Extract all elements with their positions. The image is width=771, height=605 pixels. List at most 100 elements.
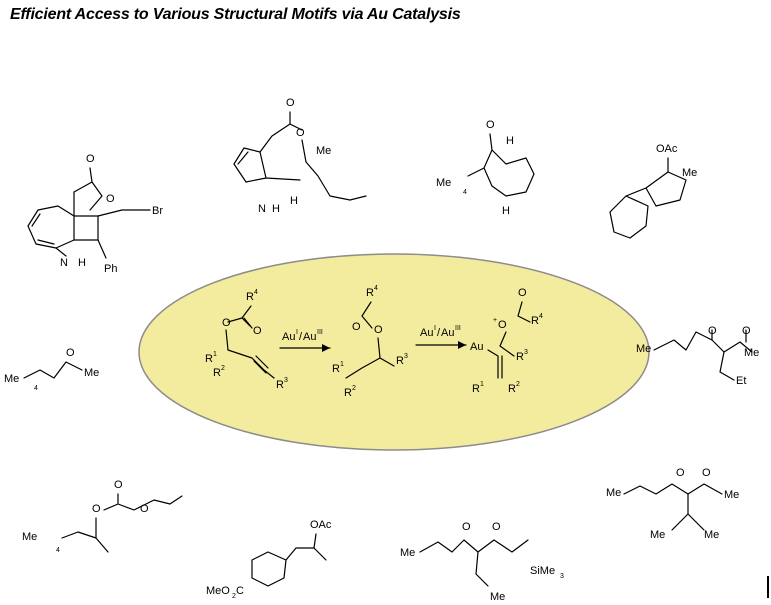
svg-text:3: 3 bbox=[404, 353, 408, 360]
aryl-diene-acetate: OAc MeO 2 C bbox=[206, 519, 332, 600]
svg-text:Me: Me bbox=[84, 367, 99, 379]
svg-text:4: 4 bbox=[374, 285, 378, 292]
r1-label: R bbox=[205, 353, 213, 365]
svg-text:MeO: MeO bbox=[206, 585, 230, 597]
svg-text:4: 4 bbox=[34, 385, 38, 392]
svg-text:Br: Br bbox=[152, 205, 163, 217]
r1-sub: 1 bbox=[213, 351, 217, 358]
arrow-step-1: Au I / Au III bbox=[279, 329, 331, 352]
svg-text:H: H bbox=[78, 257, 86, 269]
svg-text:Me: Me bbox=[724, 489, 739, 501]
allyl-carbonate: O O O Me 4 bbox=[22, 479, 183, 554]
arrow-step-2: Au I / Au III bbox=[415, 325, 467, 349]
r4-sub: 4 bbox=[254, 289, 258, 296]
svg-text:SiMe: SiMe bbox=[530, 565, 555, 577]
svg-text:R: R bbox=[396, 355, 404, 367]
allenyl-ester: R 4 O O R 1 R 2 R 3 bbox=[332, 285, 408, 399]
svg-text:3: 3 bbox=[560, 573, 564, 580]
svg-text:O: O bbox=[676, 467, 685, 479]
svg-text:Me: Me bbox=[4, 373, 19, 385]
svg-text:/: / bbox=[437, 327, 441, 339]
svg-text:4: 4 bbox=[463, 189, 467, 196]
svg-text:Au: Au bbox=[282, 331, 295, 343]
svg-text:Me: Me bbox=[704, 529, 719, 541]
svg-text:3: 3 bbox=[524, 349, 528, 356]
svg-text:R: R bbox=[332, 363, 340, 375]
r2-sub: 2 bbox=[221, 365, 225, 372]
svg-text:O: O bbox=[486, 119, 495, 131]
svg-text:O: O bbox=[140, 503, 149, 515]
svg-text:/: / bbox=[299, 331, 303, 343]
svg-text:2: 2 bbox=[232, 593, 236, 600]
svg-text:R: R bbox=[531, 315, 539, 327]
silyl-dienone: Me O O SiMe 3 Me bbox=[400, 521, 564, 603]
svg-text:Me: Me bbox=[316, 145, 331, 157]
svg-text:1: 1 bbox=[480, 381, 484, 388]
slide-title: Efficient Access to Various Structural M… bbox=[10, 6, 461, 23]
svg-text:O: O bbox=[296, 127, 305, 139]
svg-text:H: H bbox=[502, 205, 510, 217]
svg-text:O: O bbox=[106, 193, 115, 205]
svg-text:Me: Me bbox=[682, 167, 697, 179]
svg-text:2: 2 bbox=[516, 381, 520, 388]
svg-text:Me: Me bbox=[606, 487, 621, 499]
indoline-lactone-pentyl: O O Me N H H bbox=[233, 97, 367, 215]
svg-text:4: 4 bbox=[539, 313, 543, 320]
svg-text:O: O bbox=[286, 97, 295, 109]
aryl-cyclopentenyl-acetate: OAc Me bbox=[609, 143, 697, 239]
svg-text:OAc: OAc bbox=[656, 143, 678, 155]
svg-text:O: O bbox=[462, 521, 471, 533]
svg-text:Me: Me bbox=[490, 591, 505, 603]
svg-text:C: C bbox=[236, 585, 244, 597]
svg-text:I: I bbox=[434, 325, 436, 332]
svg-text:Me: Me bbox=[650, 529, 665, 541]
svg-text:H: H bbox=[290, 195, 298, 207]
svg-text:O: O bbox=[352, 321, 361, 333]
svg-text:R: R bbox=[516, 351, 524, 363]
svg-text:O: O bbox=[86, 153, 95, 165]
svg-text:III: III bbox=[455, 325, 461, 332]
r3-sub: 3 bbox=[284, 377, 288, 384]
carbonyl-o: O bbox=[253, 325, 262, 337]
svg-text:O: O bbox=[92, 503, 101, 515]
svg-text:Me: Me bbox=[436, 177, 451, 189]
svg-text:H: H bbox=[272, 203, 280, 215]
svg-text:I: I bbox=[296, 329, 298, 336]
svg-text:2: 2 bbox=[352, 385, 356, 392]
svg-text:H: H bbox=[506, 135, 514, 147]
propargyl-ester: R 4 O O R 1 R 2 R 3 bbox=[205, 289, 288, 391]
alkylidene-dione: O O Me Me Me Me bbox=[606, 467, 739, 541]
svg-text:O: O bbox=[518, 287, 527, 299]
svg-text:Au: Au bbox=[441, 327, 454, 339]
r4-label: R bbox=[246, 291, 254, 303]
svg-text:1: 1 bbox=[340, 361, 344, 368]
oxygen-label: O bbox=[222, 317, 231, 329]
svg-text:O: O bbox=[374, 324, 383, 336]
svg-text:Me: Me bbox=[400, 547, 415, 559]
svg-text:N: N bbox=[258, 203, 266, 215]
r2-label: R bbox=[213, 367, 221, 379]
svg-text:4: 4 bbox=[56, 547, 60, 554]
svg-text:Au: Au bbox=[470, 341, 483, 353]
svg-text:OAc: OAc bbox=[310, 519, 332, 531]
svg-text:Au: Au bbox=[420, 327, 433, 339]
edge-marker bbox=[767, 576, 769, 598]
svg-text:N: N bbox=[60, 257, 68, 269]
bicyclic-enone: O H H Me 4 bbox=[436, 119, 535, 217]
svg-text:+: + bbox=[493, 317, 497, 324]
r3-label: R bbox=[276, 379, 284, 391]
svg-text:O: O bbox=[492, 521, 501, 533]
indoline-lactone-bromide: O O N H Br Ph bbox=[27, 153, 163, 275]
svg-text:Me: Me bbox=[22, 531, 37, 543]
svg-text:O: O bbox=[114, 479, 123, 491]
svg-text:Me: Me bbox=[744, 347, 759, 359]
svg-text:O: O bbox=[498, 319, 507, 331]
cyclopropyl-dione: O O Me Me Et bbox=[636, 325, 759, 387]
svg-text:O: O bbox=[66, 347, 75, 359]
svg-text:R: R bbox=[508, 383, 516, 395]
svg-text:Me: Me bbox=[636, 343, 651, 355]
svg-text:R: R bbox=[366, 287, 374, 299]
svg-text:Et: Et bbox=[736, 375, 746, 387]
svg-text:R: R bbox=[344, 387, 352, 399]
